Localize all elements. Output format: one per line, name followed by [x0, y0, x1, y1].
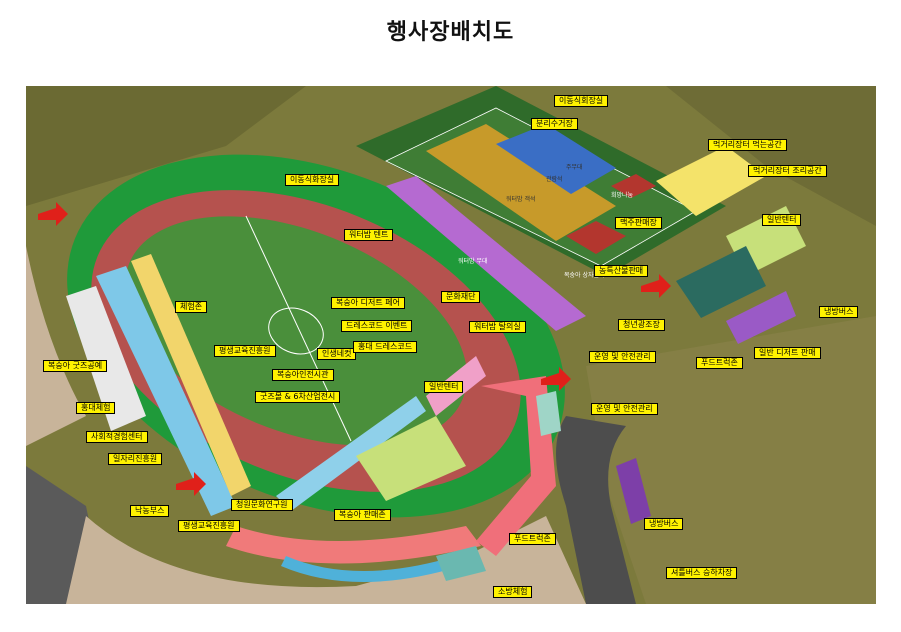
field-right	[586, 316, 876, 604]
label-water-room: 워터밤 탈의실	[469, 321, 526, 333]
label-eating-space-b: 먹거리장터 조리공간	[748, 165, 827, 177]
label-food-truck: 푸드트럭존	[509, 533, 556, 545]
arrow-northeast	[641, 274, 671, 298]
cooling-bus-block	[616, 458, 651, 524]
arrow-east	[541, 367, 571, 391]
zone-water-stage: 워터밤 무대	[458, 258, 488, 265]
white-tent-left	[66, 286, 146, 431]
label-general-tent-right: 일반텐터	[762, 214, 802, 226]
label-lifelong-edu-2: 평생교육진흥원	[178, 520, 240, 532]
zone-stage: 주무대	[566, 164, 583, 171]
label-dress-event: 드레스코드 이벤트	[341, 320, 413, 332]
label-job-center: 일자리진흥원	[108, 453, 163, 465]
label-ops-safety-2: 운영 및 안전관리	[591, 403, 658, 415]
water-zone	[386, 176, 586, 331]
label-dining-hall: 이동식회장실	[554, 95, 609, 107]
label-boksunga-sales: 복숭아 판매존	[334, 509, 391, 521]
label-shuttle-bus: 셔틀버스 승하차장	[666, 567, 738, 579]
stage-block	[496, 124, 616, 194]
label-ops-safety-1: 운영 및 안전관리	[589, 351, 656, 363]
label-experience-zone: 체험존	[175, 301, 208, 313]
label-beer-sales: 맥주판매장	[615, 217, 662, 229]
label-hongdae-exp: 홍대체험	[76, 402, 116, 414]
label-water-tent: 워터밤 텐트	[344, 229, 394, 241]
label-cooling-bus-bottom: 냉방버스	[644, 518, 684, 530]
venue-map-drawing	[26, 86, 876, 604]
booths-right-arc	[476, 376, 556, 556]
plaza-left	[26, 246, 86, 446]
center-circle	[268, 307, 324, 355]
food-truck-row	[281, 556, 461, 582]
label-food-truck-zone: 푸드트럭존	[696, 357, 743, 369]
dessert-sales-block	[726, 291, 796, 344]
peach-market-block	[566, 221, 626, 254]
label-agri-booth: 낙농부스	[130, 505, 170, 517]
label-general-goods: 일반 디저트 판매	[754, 347, 821, 359]
label-fire-experience: 소방체험	[493, 586, 533, 598]
label-social-edu: 사회적경험센터	[86, 431, 148, 443]
booths-left-yellow	[131, 254, 251, 496]
hill-right	[666, 86, 876, 226]
hill-left	[26, 86, 306, 206]
seating-area-block	[611, 174, 656, 198]
entrance-arrows	[38, 202, 671, 496]
label-general-tent: 일반텐터	[424, 381, 464, 393]
eating-space	[656, 146, 766, 216]
zone-peach-market: 복숭아 상자놀이	[564, 272, 605, 279]
halfway-line	[245, 215, 352, 442]
label-mobile-restroom: 이동식화장실	[285, 174, 340, 186]
label-dress-code: 홍대 드레스코드	[353, 341, 418, 353]
label-bokseung-center: 인생네컷	[317, 348, 357, 360]
page-title: 행사장배치도	[386, 20, 515, 45]
arrow-southwest	[176, 472, 206, 496]
label-goods-display: 굿즈몰 & 6차산업전시	[255, 391, 341, 403]
label-culture-foundation: 문화재단	[441, 291, 481, 303]
label-health-center: 청원문화연구원	[231, 499, 293, 511]
road-right	[556, 416, 636, 604]
label-boksunga-photo: 복숭아인전시관	[272, 369, 334, 381]
zone-pool-area: 워터밤 객석	[506, 196, 536, 203]
zone-seating-area: 희망나눔	[611, 192, 634, 199]
label-eating-space-a: 먹거리장터 먹는공간	[708, 139, 787, 151]
arrow-west	[38, 202, 68, 226]
zone-main-seats: 관람석	[546, 176, 563, 183]
inner-field	[124, 216, 468, 446]
fire-experience-block	[436, 546, 486, 581]
label-boksunga-dessert: 복숭아 디저트 페어	[331, 297, 405, 309]
label-youth-zone: 청년광조장	[618, 319, 665, 331]
label-water-station: 분리수거장	[531, 118, 578, 130]
peach-sales-arc	[226, 526, 481, 564]
label-lifelong-edu: 평생교육진흥원	[214, 345, 276, 357]
food-truck-zone-block	[676, 246, 766, 318]
label-boksunga-coffee: 복숭아 굿즈공예	[43, 360, 108, 372]
venue-map: 주무대 워터밤 객석 관람석 희망나눔 워터밤 무대 복숭아 상자놀이 이동식회…	[26, 86, 876, 604]
seating-block	[426, 124, 616, 241]
label-local-goods: 농특산물판매	[594, 265, 649, 277]
booths-left-blue	[96, 266, 236, 516]
label-cooling-bus-right: 냉방버스	[819, 306, 859, 318]
ops-booth-block	[536, 391, 561, 436]
plaza-bottom	[66, 516, 586, 604]
general-tent-center	[356, 416, 466, 501]
booths-center-blue	[276, 396, 426, 511]
